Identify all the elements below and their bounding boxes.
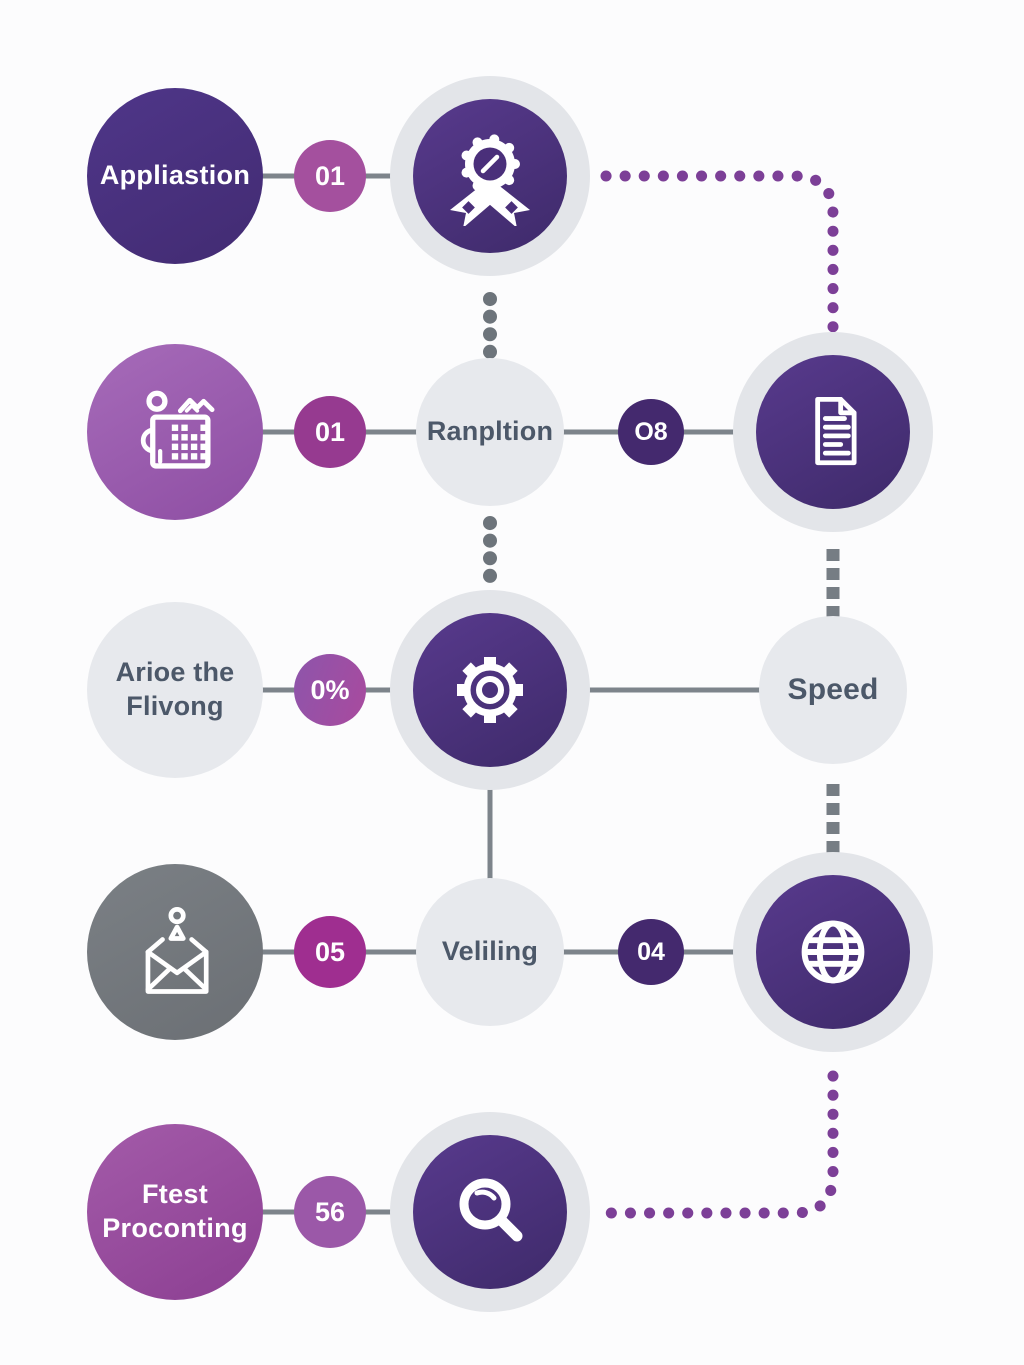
step-badge-row5: 56 bbox=[294, 1176, 366, 1248]
award-node bbox=[413, 99, 567, 253]
node-ftest-label-line2: Proconting bbox=[102, 1213, 248, 1243]
globe-node bbox=[756, 875, 910, 1029]
node-arioe-the-flivong: Arioe the Flivong bbox=[87, 602, 263, 778]
gear-node-ring bbox=[390, 590, 590, 790]
document-node-ring bbox=[733, 332, 933, 532]
magnifier-node bbox=[413, 1135, 567, 1289]
globe-node-ring bbox=[733, 852, 933, 1052]
node-appliastion: Appliastion bbox=[87, 88, 263, 264]
node-arioe-label-line2: Flivong bbox=[126, 691, 224, 721]
document-node bbox=[756, 355, 910, 509]
envelope-pin-icon bbox=[145, 907, 209, 994]
step-badge-row3-text: 0% bbox=[310, 674, 350, 705]
node-speed: Speed bbox=[759, 616, 907, 764]
node-arioe-label-line1: Arioe the bbox=[115, 657, 235, 688]
photo-board-icon bbox=[140, 390, 215, 469]
node-ftest-label: Ftest Proconting bbox=[102, 1178, 248, 1246]
step-badge-row4: 05 bbox=[294, 916, 366, 988]
award-ribbon-icon bbox=[450, 134, 530, 226]
step-badge-row4-text: 05 bbox=[314, 936, 346, 967]
magnifier-node-ring bbox=[390, 1112, 590, 1312]
step-badge-row2-right-text: O8 bbox=[634, 417, 668, 446]
node-arioe-label: Arioe the Flivong bbox=[116, 656, 235, 724]
node-speed-label: Speed bbox=[787, 673, 879, 707]
step-badge-row4-right: 04 bbox=[618, 919, 684, 985]
step-badge-row1-text: 01 bbox=[314, 160, 346, 191]
step-badge-row2-text: 01 bbox=[314, 416, 346, 447]
globe-icon bbox=[801, 920, 865, 984]
purple-dotted-paths bbox=[600, 170, 839, 1219]
node-ftest-label-line1: Ftest bbox=[141, 1179, 208, 1210]
node-appliastion-label: Appliastion bbox=[99, 160, 251, 191]
node-ftest-proconting: Ftest Proconting bbox=[87, 1124, 263, 1300]
step-badge-row3: 0% bbox=[294, 654, 366, 726]
node-veliling: Veliling bbox=[416, 878, 564, 1026]
gear-node bbox=[413, 613, 567, 767]
step-badge-row5-text: 56 bbox=[314, 1196, 346, 1227]
step-badge-row4-right-text: 04 bbox=[637, 937, 665, 966]
step-badge-row2: 01 bbox=[294, 396, 366, 468]
node-ranpltion: Ranpltion bbox=[416, 358, 564, 506]
magnifier-icon bbox=[459, 1178, 523, 1242]
node-ranpltion-label: Ranpltion bbox=[426, 416, 554, 447]
step-badge-row1: 01 bbox=[294, 140, 366, 212]
node-veliling-label: Veliling bbox=[441, 936, 539, 967]
document-icon bbox=[815, 396, 857, 466]
gear-icon bbox=[457, 657, 523, 723]
envelope-pin-node bbox=[87, 864, 263, 1040]
award-node-ring bbox=[390, 76, 590, 276]
step-badge-row2-right: O8 bbox=[618, 399, 684, 465]
photo-board-node bbox=[87, 344, 263, 520]
